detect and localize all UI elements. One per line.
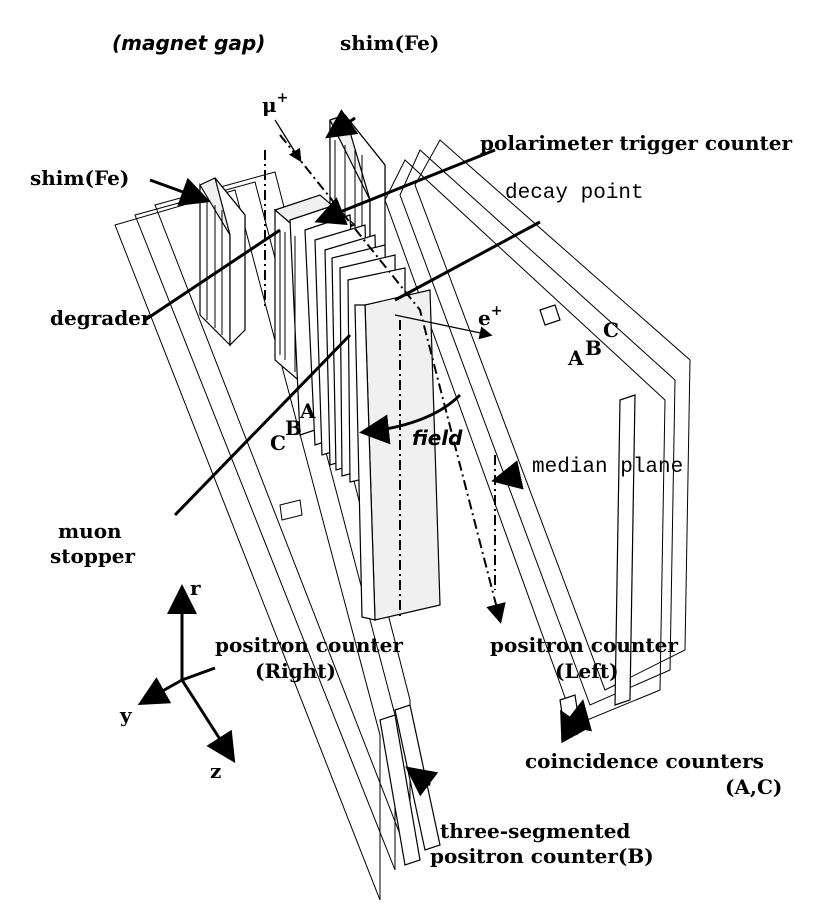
shim-left (199, 177, 246, 347)
muon-stopper-label-2: stopper (50, 544, 136, 568)
coinc-label-2: (A,C) (725, 775, 782, 799)
pc-right-label-1: positron counter (215, 633, 403, 657)
field-label: field (412, 426, 463, 450)
degrader-stack (273, 194, 441, 621)
axis-z-label: z (210, 759, 221, 783)
decay-point-label: decay point (505, 182, 644, 205)
magnet-gap-label: (magnet gap) (112, 31, 265, 55)
three-seg-label-2: positron counter(B) (430, 844, 654, 868)
shim-left-label: shim(Fe) (30, 166, 129, 190)
muon-stopper-label-1: muon (58, 519, 122, 543)
shim-top-label: shim(Fe) (340, 31, 439, 55)
coinc-label-1: coincidence counters (525, 749, 764, 773)
abc-a-label: A (567, 346, 584, 370)
abc-c-label: C (603, 318, 619, 342)
leader-lines (144, 109, 593, 797)
polarimeter-label: polarimeter trigger counter (480, 131, 792, 155)
axis-y-label: y (119, 703, 133, 727)
pc-left-label-2: (Left) (555, 659, 619, 683)
muon-label: μ+ (262, 90, 288, 117)
three-seg-label-1: three-segmented (440, 819, 630, 843)
degrader-label: degrader (50, 306, 152, 330)
positron-label: e+ (478, 303, 502, 330)
abc-b-label: B (585, 336, 602, 360)
pc-left-label-1: positron counter (490, 633, 678, 657)
field-arrow (359, 393, 462, 445)
axis-r-label: r (190, 576, 201, 600)
text-labels: (magnet gap) shim(Fe) shim(Fe) μ+ polari… (30, 31, 792, 868)
left-a-label: A (299, 399, 316, 423)
pc-right-label-2: (Right) (255, 659, 336, 683)
left-b-label: B (285, 416, 302, 440)
left-c-label: C (270, 431, 286, 455)
median-plane-label: median plane (532, 456, 683, 479)
coordinate-axes (137, 584, 236, 764)
